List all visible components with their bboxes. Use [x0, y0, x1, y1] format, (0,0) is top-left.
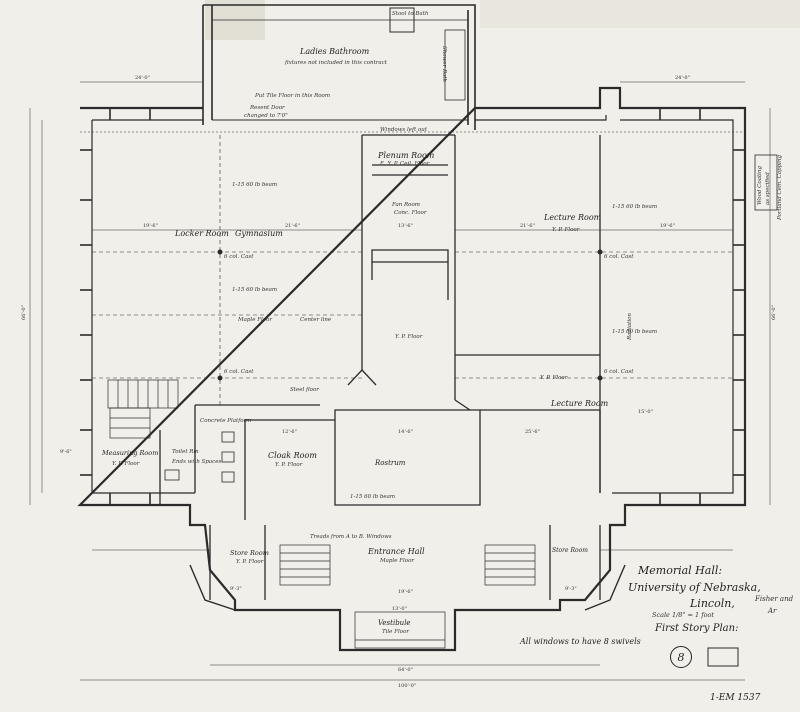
note-beam-1: 1-15 60 lb beam	[232, 182, 278, 188]
room-cloak: Cloak Room	[268, 451, 317, 460]
note-beam-3: 1-15 60 lb beam	[612, 204, 658, 210]
title-plan: First Story Plan:	[655, 623, 739, 634]
dim-left-overall: 66'-0"	[21, 305, 27, 320]
title-line-1: Memorial Hall:	[638, 564, 723, 577]
room-measuring: Measuring Room	[102, 449, 159, 457]
note-col-1: 6 col. Cast	[224, 254, 254, 260]
note-col-2: 6 col. Cast	[224, 369, 254, 375]
room-ladies-bathroom: Ladies Bathroom	[300, 47, 370, 56]
stair-vestibule	[354, 611, 446, 649]
note-ypf-center: Y. P. Floor	[395, 334, 423, 340]
room-toilet: Toilet Rm	[172, 449, 199, 455]
note-entrance-floor: Maple Floor	[380, 558, 415, 564]
title-architect-2: Ar	[768, 607, 777, 615]
note-ypf-store: Y. P. Floor	[236, 559, 264, 565]
dim-measure-h: 9'-6"	[60, 449, 72, 455]
note-fan-floor: Conc. Floor	[394, 210, 427, 216]
note-shower: Shower Bath	[441, 46, 447, 83]
dim-lecture2-width: 25'-6"	[525, 429, 540, 435]
note-windows: Windows left out	[380, 127, 428, 133]
dim-vestibule: 13'-0"	[392, 606, 407, 612]
note-radiation: Radiation	[627, 313, 633, 340]
dim-right-overall: 66'-0"	[771, 305, 777, 320]
note-resent-door: Resent Door	[250, 105, 285, 111]
note-changed-to: changed to 7'0"	[244, 113, 288, 119]
dim-bottom-mid: 64'-0"	[398, 667, 413, 673]
side-note-box	[754, 154, 778, 211]
side-note-1: Wood Coating	[757, 165, 763, 205]
dim-gym-width: 19'-6"	[143, 223, 158, 229]
note-center-line: Center line	[300, 317, 332, 323]
title-architect-1: Fisher and	[755, 595, 794, 603]
stair-left	[107, 379, 179, 439]
room-store-left: Store Room	[230, 549, 269, 557]
note-ypf-measuring: Y. P. Floor	[112, 461, 140, 467]
room-fan-room: Fan Room	[392, 202, 420, 208]
room-entrance-hall: Entrance Hall	[368, 547, 425, 556]
title-line-3: Lincoln,	[690, 597, 735, 610]
dim-cloak-width: 12'-6"	[282, 429, 297, 435]
room-lecture-1: Lecture Room	[544, 213, 602, 222]
note-beam-4: 1-15 60 lb beam	[612, 329, 658, 335]
note-ypf-lecture-1: Y. P. Floor	[552, 227, 580, 233]
window-marks	[80, 108, 745, 505]
toilet-fixtures	[164, 431, 235, 483]
dim-store-left: 9'-3"	[230, 586, 242, 592]
room-lecture-2: Lecture Room	[551, 399, 609, 408]
dim-gym-mid: 21'-6"	[285, 223, 300, 229]
paper-stain	[480, 0, 800, 28]
note-tile-floor: Put Tile Floor in this Room	[255, 93, 331, 99]
dim-bottom-overall: 100'-0"	[398, 683, 417, 689]
room-locker-room: Locker Room	[175, 229, 229, 238]
side-note-3: Portland Cem. Capping	[777, 154, 783, 220]
dim-fan-width: 13'-6"	[398, 223, 413, 229]
beam-lines	[92, 135, 733, 410]
note-fixtures: fixtures not included in this contract	[285, 60, 387, 66]
interior-walls	[159, 134, 601, 600]
room-vestibule: Vestibule	[378, 619, 411, 627]
bay-windows	[189, 564, 626, 611]
dim-entrance-width: 19'-6"	[398, 589, 413, 595]
note-col-4: 6 col. Cast	[604, 369, 634, 375]
title-line-2: University of Nebraska,	[628, 581, 761, 594]
title-windows-note: All windows to have 8 swivels	[520, 637, 641, 646]
dim-top-right: 24'-0"	[675, 75, 690, 81]
dim-lecture-right: 19'-6"	[660, 223, 675, 229]
drawing-number-box	[707, 647, 739, 667]
dim-lecture-width: 21'-6"	[520, 223, 535, 229]
note-steel-floor: Steel floor	[290, 387, 319, 393]
note-beam-5: 1-15 60 lb beam	[350, 494, 396, 500]
room-store-right: Store Room	[552, 547, 588, 554]
bathroom-annex	[202, 4, 476, 130]
note-ypf-lecture-2a: Y. P. Floor	[540, 375, 568, 381]
exterior-walls	[77, 86, 747, 652]
note-plenum-floor: E. Y. P. Ceil. Floor	[380, 161, 430, 167]
room-gymnasium: Gymnasium	[235, 229, 283, 238]
note-stair: Treads from A to B. Windows	[310, 534, 392, 540]
dim-lecture2-h: 15'-0"	[638, 409, 653, 415]
room-rostrum: Rostrum	[375, 459, 406, 467]
room-plenum: Plenum Room	[378, 151, 435, 160]
note-conc-plat: Concrete Platform	[200, 418, 252, 424]
stair-entrance-left	[279, 544, 331, 586]
note-col-3: 6 col. Cast	[604, 254, 634, 260]
title-scale: Scale 1/8" = 1 foot	[652, 611, 715, 619]
dim-store-right: 9'-3"	[565, 586, 577, 592]
stair-entrance-right	[484, 544, 536, 586]
dim-top-left: 24'-0"	[135, 75, 150, 81]
note-maple-floor: Maple Floor	[238, 317, 273, 323]
columns	[217, 249, 603, 381]
sheet-number: 8	[670, 646, 692, 668]
note-ends-spaces: Ends with Spaces	[172, 459, 222, 465]
side-note-2: as specified	[765, 172, 771, 205]
dim-rostrum-width: 14'-6"	[398, 429, 413, 435]
note-vestibule-floor: Tile Floor	[382, 629, 410, 635]
note-stool: Stool to Bath	[392, 11, 429, 17]
dimension-lines	[29, 81, 771, 681]
note-beam-2: 1-15 60 lb beam	[232, 287, 278, 293]
note-ypf-cloak: Y. P. Floor	[275, 462, 303, 468]
drawing-number: 1-EM 1537	[710, 693, 761, 703]
